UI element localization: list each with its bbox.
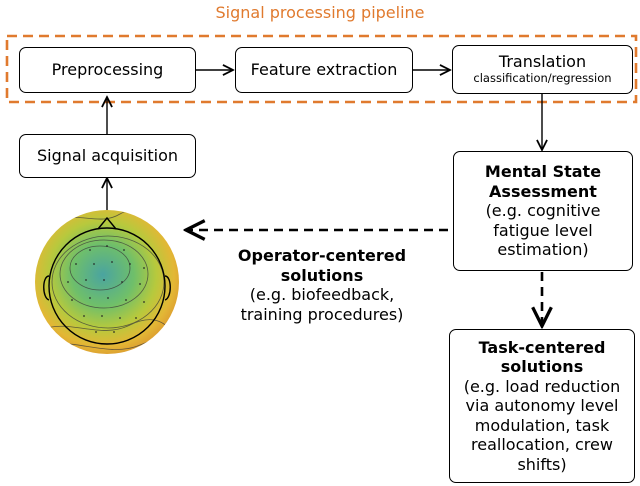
task-centered-body-line5: shifts) — [517, 454, 567, 474]
task-centered-body-line1: (e.g. load reduction — [463, 376, 621, 396]
mental-state-title-line1: Mental State — [484, 162, 602, 182]
mental-state-box: Mental State Assessment (e.g. cognitive … — [453, 151, 633, 271]
signal-acquisition-label: Signal acquisition — [36, 145, 178, 165]
task-centered-title-line2: solutions — [500, 357, 584, 377]
task-centered-body-line2: via autonomy level — [465, 396, 619, 416]
mental-state-body-line1: (e.g. cognitive — [485, 201, 601, 221]
translation-title: Translation — [498, 52, 587, 72]
operator-centered-body-line1: (e.g. biofeedback, — [249, 285, 395, 305]
translation-subtitle: classification/regression — [473, 70, 612, 85]
pipeline-frame — [5, 34, 638, 104]
mental-state-body-line2: fatigue level — [493, 220, 593, 240]
operator-centered-body-line2: training procedures) — [240, 304, 404, 324]
eeg-scalp-topography-icon — [35, 210, 179, 354]
signal-acquisition-box: Signal acquisition — [19, 134, 196, 178]
translation-box: Translation classification/regression — [452, 45, 633, 94]
preprocessing-box: Preprocessing — [19, 47, 196, 93]
mental-state-body-line3: estimation) — [497, 240, 589, 260]
task-centered-body-line3: modulation, task — [474, 415, 610, 435]
preprocessing-label: Preprocessing — [51, 59, 164, 79]
operator-centered-title-line2: solutions — [280, 265, 364, 285]
task-centered-box: Task-centered solutions (e.g. load reduc… — [449, 329, 635, 483]
mental-state-title-line2: Assessment — [489, 181, 597, 201]
feature-extraction-box: Feature extraction — [235, 47, 413, 93]
pipeline-title: Signal processing pipeline — [215, 3, 425, 22]
task-centered-body-line4: reallocation, crew — [471, 435, 613, 455]
operator-centered-text: Operator-centered solutions (e.g. biofee… — [222, 246, 422, 324]
operator-centered-title-line1: Operator-centered — [237, 246, 407, 265]
feature-extraction-label: Feature extraction — [250, 59, 398, 79]
task-centered-title-line1: Task-centered — [478, 337, 606, 357]
